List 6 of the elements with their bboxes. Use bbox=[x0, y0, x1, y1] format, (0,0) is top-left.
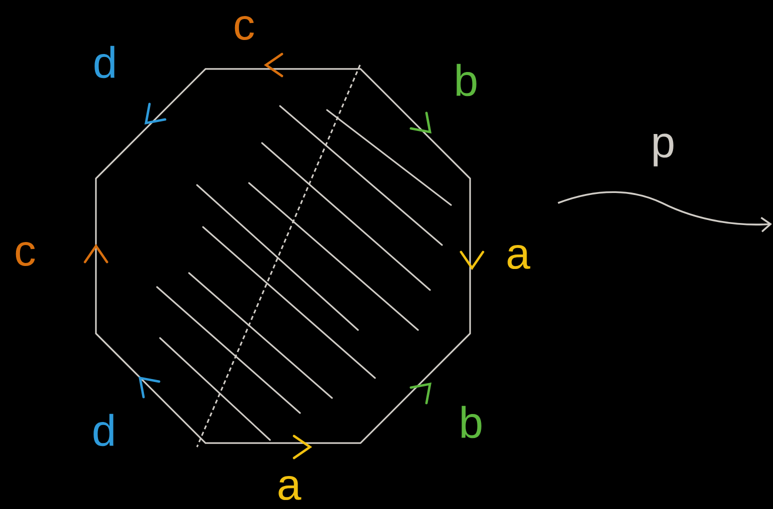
edge-letter: b bbox=[462, 406, 482, 438]
edge-letter: d bbox=[94, 46, 114, 78]
edge-letter: c bbox=[16, 242, 35, 266]
edge-letter: d bbox=[94, 414, 114, 446]
edge-letter: b bbox=[456, 64, 476, 96]
edge-letter: p bbox=[654, 134, 674, 166]
